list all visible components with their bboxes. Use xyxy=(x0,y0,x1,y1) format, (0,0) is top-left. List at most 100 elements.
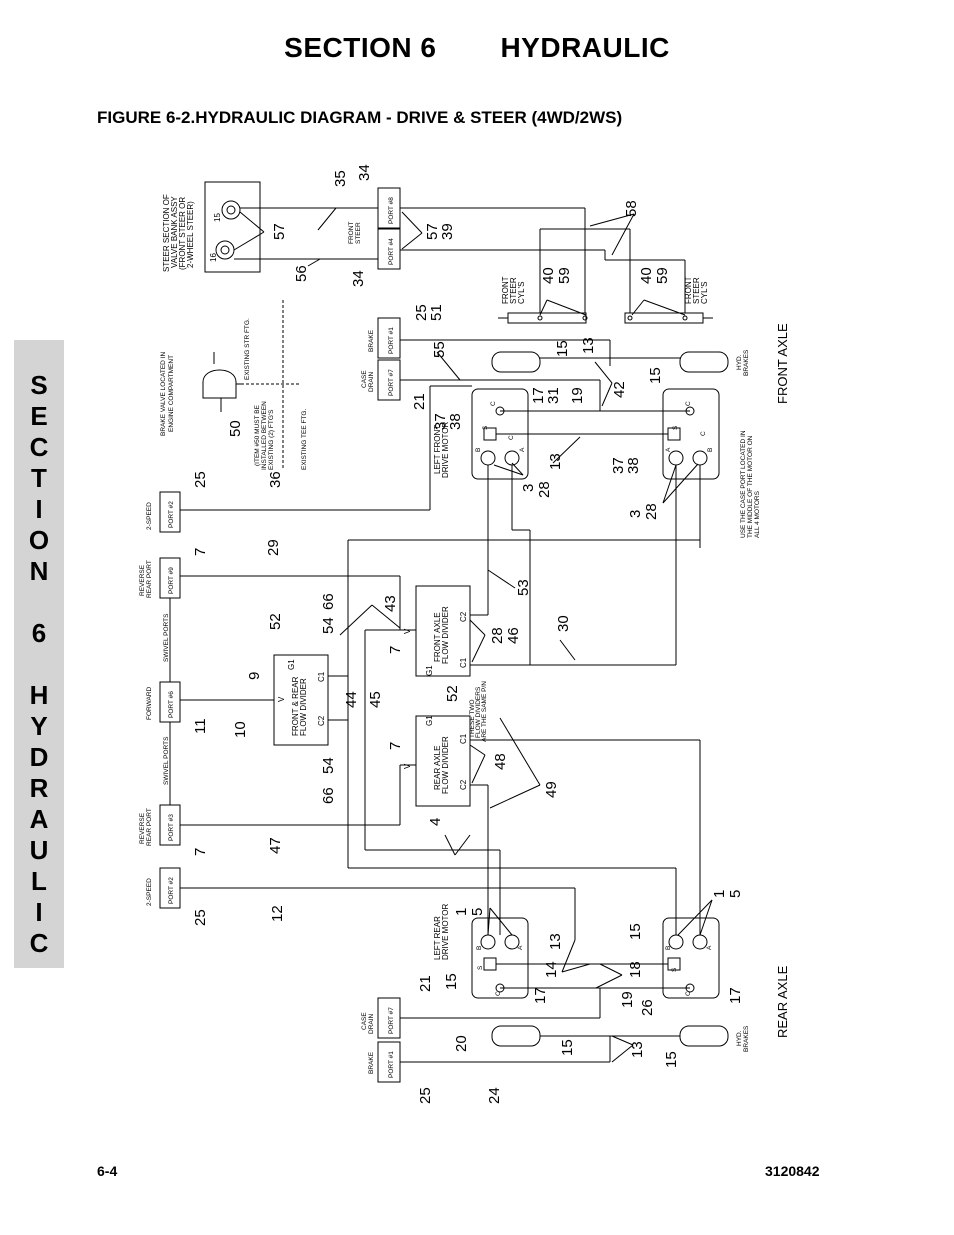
port-2-2speed-top-box xyxy=(159,491,181,533)
steer-port-15 xyxy=(221,200,241,220)
svg-text:A: A xyxy=(517,945,524,950)
callout-56: 56 xyxy=(293,265,310,282)
callout-21: 21 xyxy=(411,393,428,410)
svg-text:FLOW DIVIDERS: FLOW DIVIDERS xyxy=(475,686,482,738)
callout-39: 39 xyxy=(439,223,456,240)
svg-text:(ITEM #50 MUST BE: (ITEM #50 MUST BE xyxy=(254,404,261,466)
callout-25: 25 xyxy=(417,1087,434,1104)
port-1-brake-box xyxy=(377,317,401,359)
svg-text:HYD.: HYD. xyxy=(736,354,743,370)
svg-text:S: S xyxy=(672,425,679,430)
svg-text:C2: C2 xyxy=(459,611,468,622)
tab-letter: 6 xyxy=(31,618,47,648)
callout-44: 44 xyxy=(343,691,360,708)
svg-text:STEER: STEER xyxy=(509,277,518,304)
tab-letter: S xyxy=(30,370,48,400)
svg-text:2-WHEEL STEER): 2-WHEEL STEER) xyxy=(186,201,195,268)
callout-55: 55 xyxy=(431,341,448,358)
svg-text:PORT #1: PORT #1 xyxy=(388,327,395,354)
svg-text:PORT #9: PORT #9 xyxy=(168,567,175,594)
svg-text:LEFT REAR: LEFT REAR xyxy=(433,916,442,960)
svg-text:BRAKES: BRAKES xyxy=(743,1025,750,1052)
callout-34: 34 xyxy=(356,164,373,181)
svg-text:PORT #8: PORT #8 xyxy=(388,197,395,224)
callout-15: 15 xyxy=(663,1051,680,1068)
svg-text:USE THE CASE PORT LOCATED IN: USE THE CASE PORT LOCATED IN xyxy=(740,430,747,538)
tab-letter: C xyxy=(29,928,49,958)
svg-text:V: V xyxy=(277,696,286,702)
steer-valve-block xyxy=(204,181,261,273)
callout-17: 17 xyxy=(532,987,549,1004)
callout-5: 5 xyxy=(469,908,486,916)
callout-28: 28 xyxy=(643,503,660,520)
svg-text:SWIVEL PORTS: SWIVEL PORTS xyxy=(163,613,170,662)
hyd-brake-rear-right xyxy=(679,1025,729,1047)
svg-text:C: C xyxy=(685,401,692,406)
side-tab-letters: S E C T I O N 6 H Y D R A U L I C xyxy=(14,370,64,959)
svg-text:FLOW DIVIDER: FLOW DIVIDER xyxy=(299,678,308,736)
callout-26: 26 xyxy=(639,999,656,1016)
svg-text:C2: C2 xyxy=(459,779,468,790)
svg-text:B: B xyxy=(707,448,714,452)
svg-text:A: A xyxy=(665,447,672,452)
callout-57: 57 xyxy=(271,223,288,240)
callout-21: 21 xyxy=(417,975,434,992)
svg-text:FRONT: FRONT xyxy=(501,276,510,304)
tab-letter: D xyxy=(29,742,49,772)
callout-49: 49 xyxy=(543,781,560,798)
svg-text:DRAIN: DRAIN xyxy=(368,1013,375,1034)
svg-text:A: A xyxy=(706,945,713,950)
svg-text:CASE: CASE xyxy=(361,1012,368,1030)
svg-text:FORWARD: FORWARD xyxy=(146,686,153,720)
callout-54: 54 xyxy=(320,617,337,634)
port-4-box xyxy=(377,228,401,270)
callout-42: 42 xyxy=(611,381,628,398)
callout-15: 15 xyxy=(443,973,460,990)
callout-43: 43 xyxy=(382,595,399,612)
callout-53: 53 xyxy=(515,579,532,596)
svg-text:PORT #6: PORT #6 xyxy=(168,691,175,718)
svg-text:(FRONT STEER OR: (FRONT STEER OR xyxy=(178,197,187,270)
callout-28: 28 xyxy=(536,481,553,498)
callout-15: 15 xyxy=(554,340,571,357)
tab-letter: Y xyxy=(30,711,48,741)
callout-17: 17 xyxy=(727,987,744,1004)
svg-text:REAR AXLE: REAR AXLE xyxy=(433,746,442,790)
tab-letter: C xyxy=(29,432,49,462)
svg-text:C2: C2 xyxy=(317,715,326,726)
callout-45: 45 xyxy=(367,691,384,708)
svg-text:THESE TWO: THESE TWO xyxy=(469,699,476,738)
svg-text:PORT #4: PORT #4 xyxy=(388,238,395,265)
callout-15: 15 xyxy=(647,367,664,384)
page-number: 6-4 xyxy=(97,1163,118,1179)
steer-port-16 xyxy=(215,240,235,260)
callout-25: 25 xyxy=(192,909,209,926)
svg-text:SWIVEL PORTS: SWIVEL PORTS xyxy=(163,736,170,785)
rear-axle-label: REAR AXLE xyxy=(775,965,790,1038)
tab-letter: U xyxy=(29,835,49,865)
svg-text:INSTALLED BETWEEN: INSTALLED BETWEEN xyxy=(261,401,268,470)
svg-text:BRAKE: BRAKE xyxy=(368,1051,375,1074)
callout-25: 25 xyxy=(192,471,209,488)
callout-13: 13 xyxy=(547,453,564,470)
front-steer-cylinder-right xyxy=(624,312,704,324)
callout-66: 66 xyxy=(320,787,337,804)
callout-7: 7 xyxy=(387,646,404,654)
svg-text:HYD.: HYD. xyxy=(736,1030,743,1046)
svg-text:C: C xyxy=(508,435,515,440)
callout-31: 31 xyxy=(545,387,562,404)
svg-text:C1: C1 xyxy=(317,671,326,682)
callout-38: 38 xyxy=(625,457,642,474)
svg-text:REVERSE: REVERSE xyxy=(139,812,146,844)
svg-text:VALVE BANK ASSY: VALVE BANK ASSY xyxy=(170,196,179,268)
callout-37: 37 xyxy=(610,457,627,474)
svg-text:PORT #7: PORT #7 xyxy=(388,1007,395,1034)
svg-text:PORT #2: PORT #2 xyxy=(168,877,175,904)
svg-text:PORT #3: PORT #3 xyxy=(168,814,175,841)
tab-letter: O xyxy=(28,525,50,555)
callout-12: 12 xyxy=(269,905,286,922)
svg-text:FLOW DIVIDER: FLOW DIVIDER xyxy=(441,736,450,794)
svg-text:FRONT: FRONT xyxy=(684,276,693,304)
svg-text:S: S xyxy=(482,425,489,430)
callout-18: 18 xyxy=(627,961,644,978)
